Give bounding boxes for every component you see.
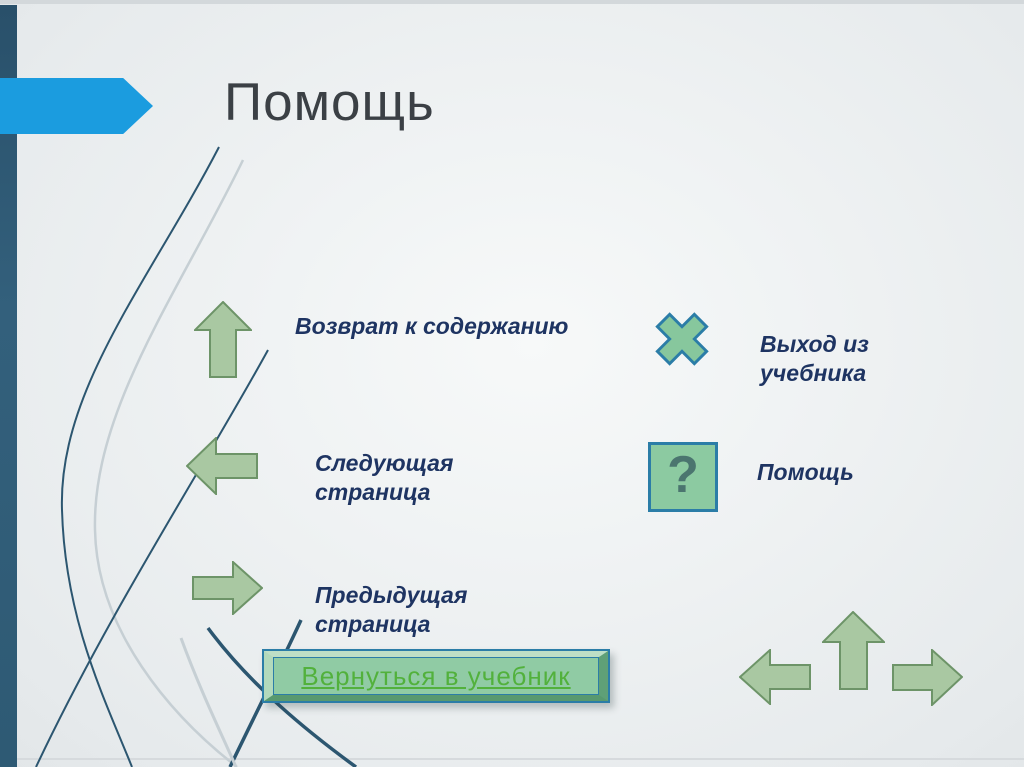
up-arrow-icon — [192, 300, 254, 378]
top-edge-strip — [0, 0, 1024, 4]
return-to-textbook-button[interactable]: Вернуться в учебник — [262, 649, 610, 703]
nav-right-arrow[interactable] — [892, 647, 964, 708]
previous-page-label: Предыдущая страница — [315, 582, 468, 637]
title-pointer-arrow — [0, 78, 153, 134]
nav-up-arrow[interactable] — [820, 610, 887, 690]
exit-textbook-label: Выход из учебника — [760, 331, 869, 386]
return-to-textbook-link[interactable]: Вернуться в учебник — [301, 660, 571, 691]
question-mark-glyph: ? — [667, 446, 699, 504]
button-face: Вернуться в учебник — [273, 657, 599, 695]
left-arrow-icon — [185, 435, 258, 497]
nav-left-arrow[interactable] — [738, 647, 811, 707]
bottom-edge-line — [0, 758, 1024, 760]
help-label: Помощь — [757, 459, 854, 485]
next-page-label: Следующая страница — [315, 450, 454, 505]
left-accent-bar — [0, 5, 17, 767]
exit-cross-icon — [651, 308, 713, 370]
help-question-icon: ? — [648, 442, 718, 512]
return-to-contents-label: Возврат к содержанию — [295, 313, 569, 339]
button-bevel-frame: Вернуться в учебник — [264, 651, 608, 701]
page-title: Помощь — [224, 73, 435, 132]
right-arrow-icon — [192, 559, 264, 617]
